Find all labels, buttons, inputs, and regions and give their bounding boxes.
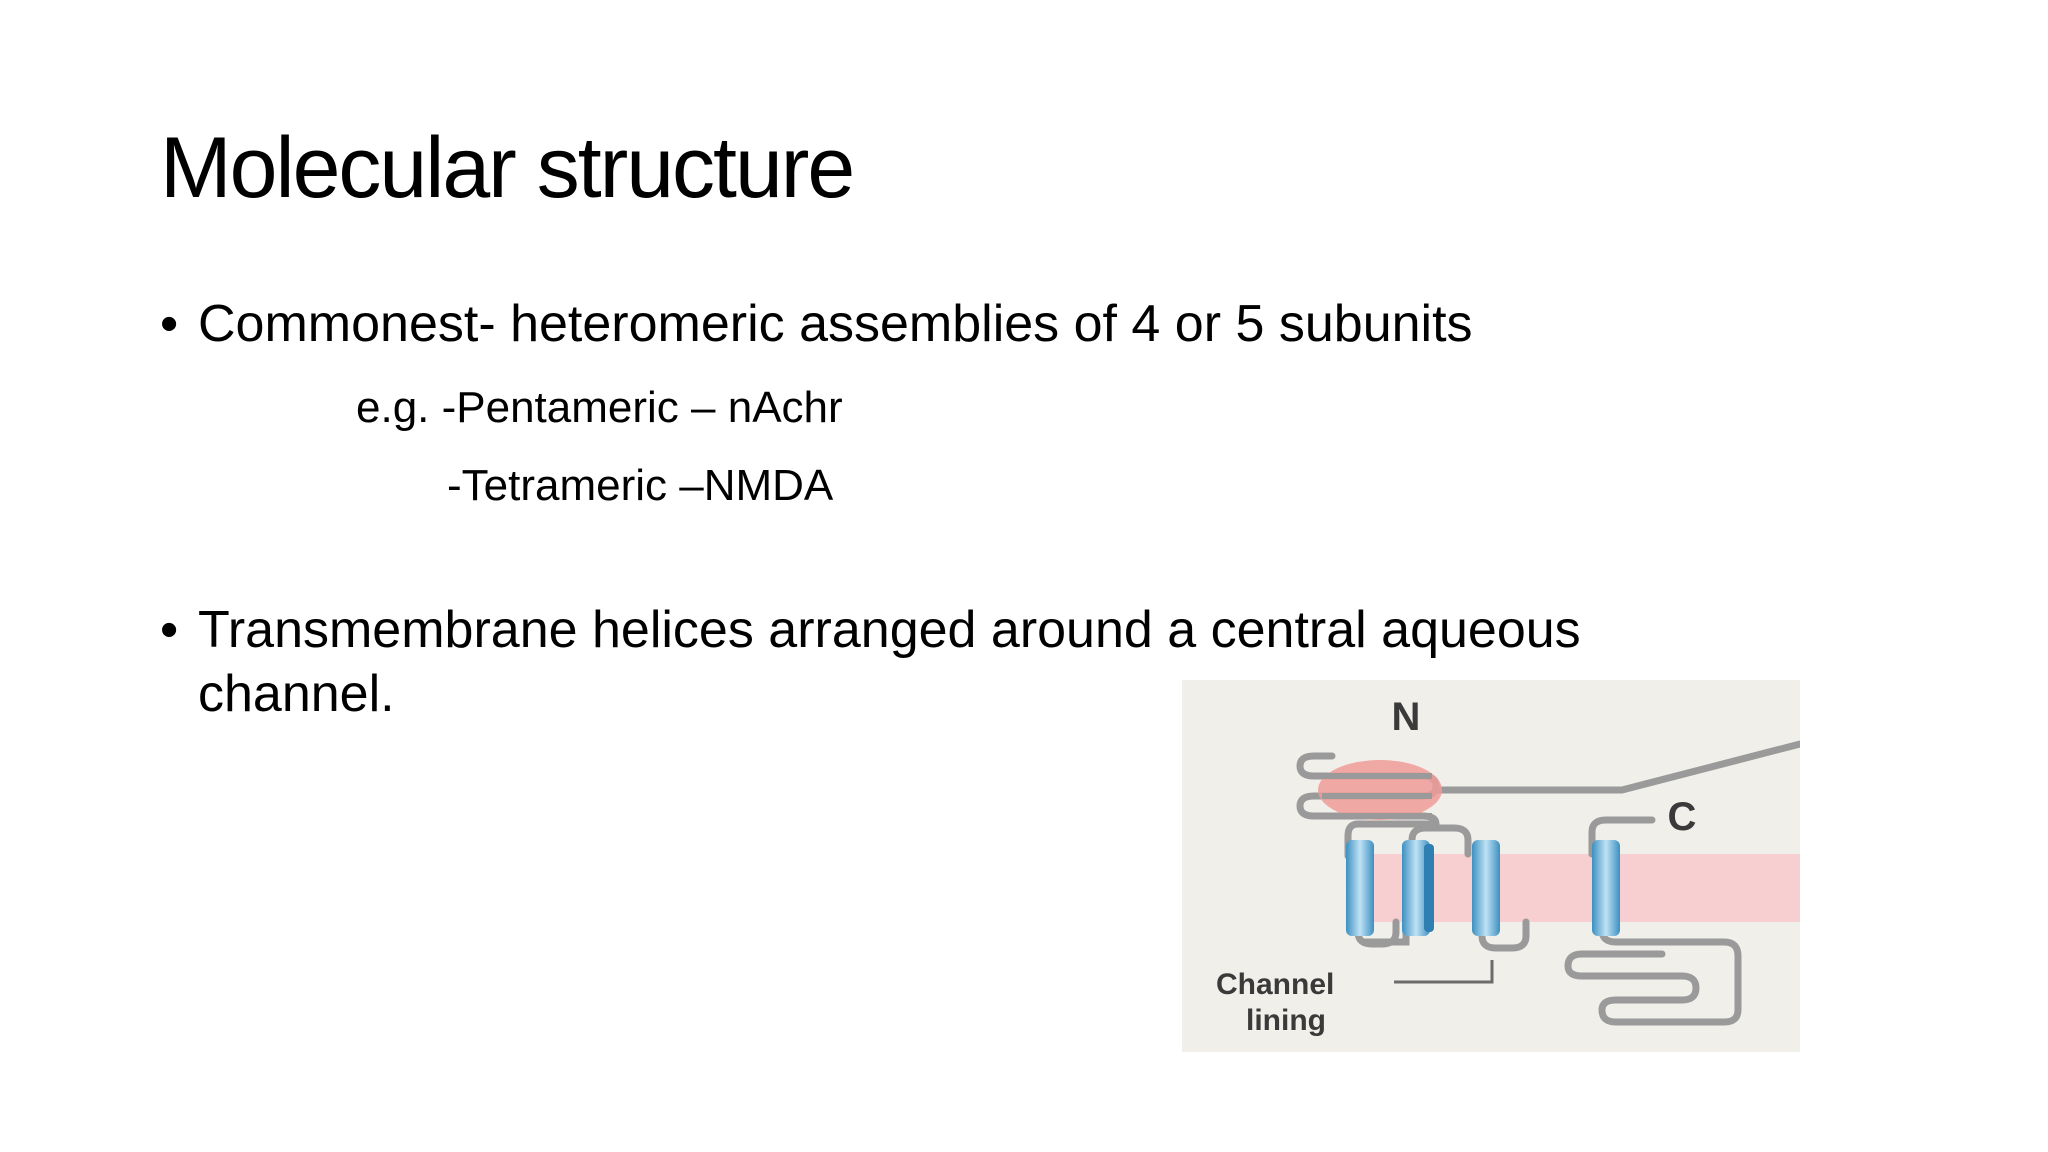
channel-lining-pointer: [1394, 960, 1494, 984]
example-tetrameric: -Tetrameric –NMDA: [447, 461, 834, 510]
label-channel-lining-2: lining: [1246, 1004, 1326, 1037]
label-channel-lining-1: Channel: [1216, 968, 1334, 1001]
helix-m1: [1346, 840, 1374, 936]
transmembrane-helices: [1346, 840, 1620, 936]
slide-title: Molecular structure: [160, 120, 855, 216]
helix-m3: [1472, 840, 1500, 936]
loops-over-domain: [1322, 773, 1432, 819]
bullet-dot: •: [160, 295, 179, 353]
helix-m2: [1402, 840, 1430, 936]
label-c-terminus: C: [1668, 795, 1697, 839]
n-terminal-domain: [1318, 760, 1442, 820]
ion-channel-subunit-diagram: N C Channel lining: [1182, 680, 1800, 1052]
label-n-terminus: N: [1392, 695, 1421, 739]
helix-connecting-loops: [1354, 816, 1742, 1026]
example-pentameric: e.g. -Pentameric – nAchr: [356, 383, 843, 432]
diagram-svg: N C Channel lining: [1216, 695, 1800, 1037]
helix-m4: [1592, 840, 1620, 936]
n-terminal-loops: [1296, 740, 1800, 860]
bullet-1-text: Commonest- heteromeric assemblies of 4 o…: [198, 295, 1473, 353]
helix-m2-channel-face: [1424, 844, 1434, 932]
bullet-2-text-line-1: Transmembrane helices arranged around a …: [198, 601, 1581, 659]
bullet-2-text-line-2: channel.: [198, 665, 395, 723]
bullet-dot: •: [160, 601, 179, 659]
